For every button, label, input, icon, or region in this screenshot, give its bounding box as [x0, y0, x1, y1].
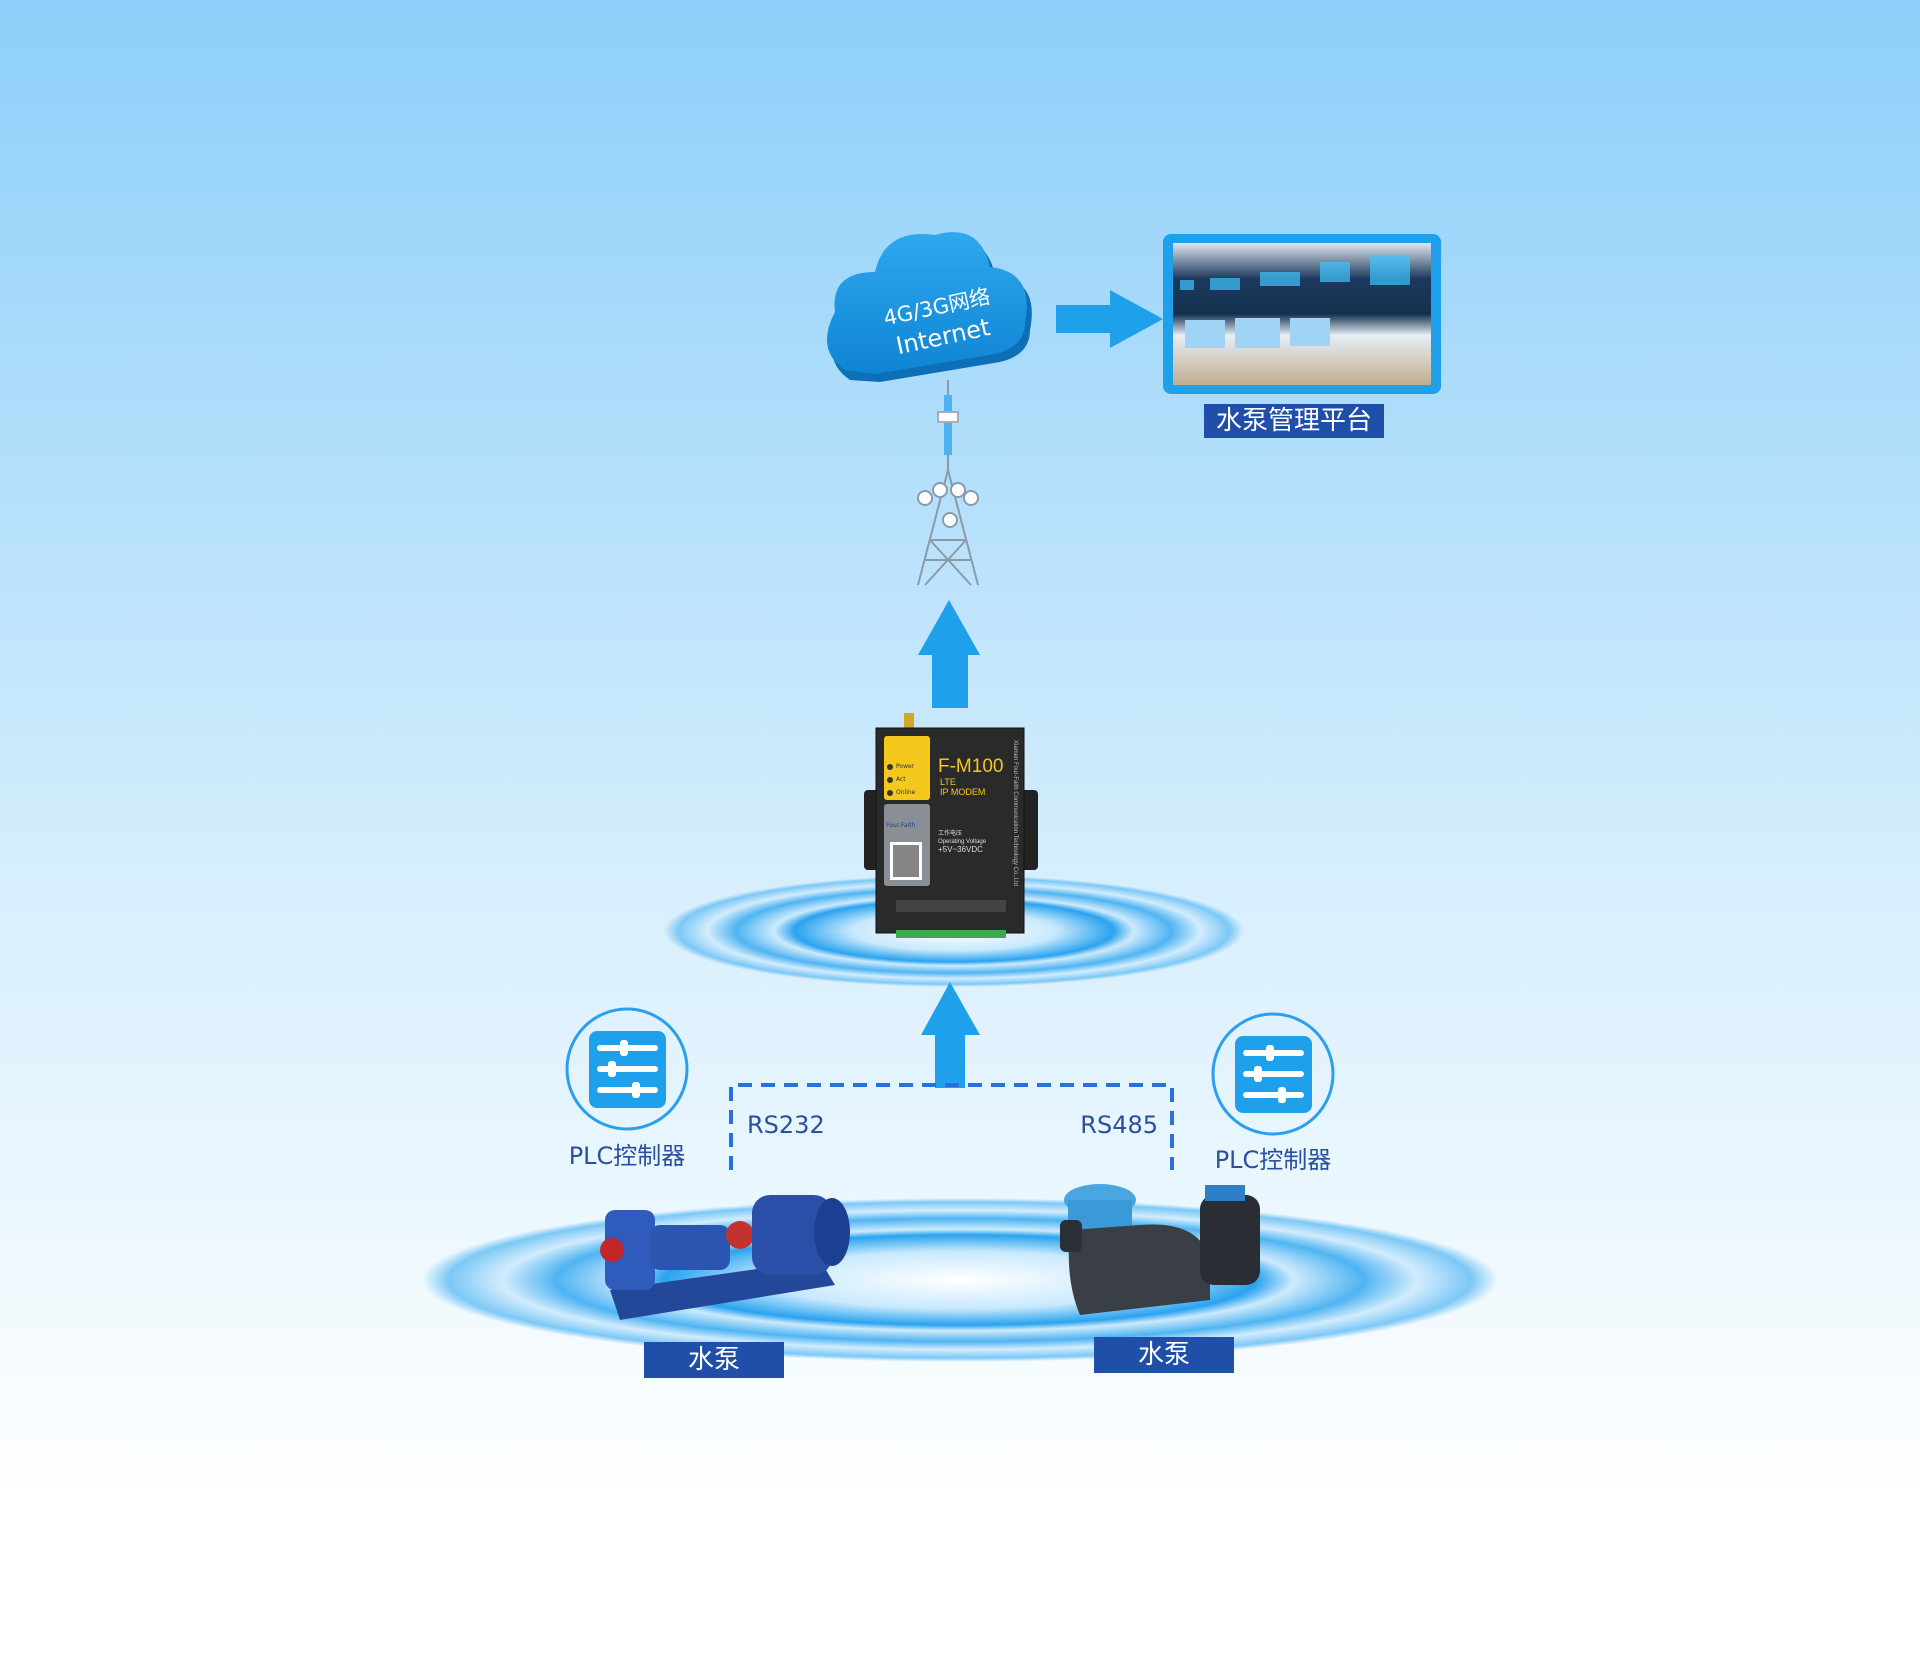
led-online-label: Online [896, 789, 916, 796]
cell-tower-icon [917, 380, 979, 586]
modem-type-lte: LTE [940, 777, 956, 787]
modem-leds: Power Act Online [896, 760, 915, 799]
led-power-label: Power [896, 763, 915, 770]
arrow-up-icon [918, 600, 980, 708]
arrow-right-icon [1056, 290, 1163, 348]
pump-left-label: 水泵 [644, 1342, 784, 1378]
centrifugal-pump-image [600, 1195, 850, 1320]
plc-controller-icon [1211, 1012, 1335, 1136]
pump-signal-rings [422, 1198, 1498, 1362]
modem-model: F-M100 [938, 756, 1004, 777]
led-act-label: Act [896, 776, 906, 783]
rs232-label: RS232 [747, 1111, 825, 1139]
pool-pump-image [1060, 1184, 1260, 1315]
modem-brand: Four-Faith [886, 822, 916, 829]
serial-connection-line [729, 1083, 1174, 1170]
voltage-en: Operating Voltage [938, 839, 987, 845]
plc-right-label: PLC控制器 [1214, 1146, 1332, 1174]
platform-label: 水泵管理平台 [1204, 404, 1384, 438]
modem-type-ipmodem: IP MODEM [940, 787, 986, 797]
plc-controller-icon [565, 1007, 689, 1131]
voltage-value: +5V~36VDC [938, 845, 983, 854]
rs485-label: RS485 [1080, 1111, 1158, 1139]
modem-device [864, 713, 1038, 938]
voltage-cn: 工作电压 [938, 831, 963, 837]
modem-type: LTE IP MODEM [940, 777, 985, 797]
cloud-icon [827, 232, 1032, 382]
modem-voltage: 工作电压 Operating Voltage +5V~36VDC [938, 830, 986, 854]
modem-manufacturer: Xiamen Four-Faith Communication Technolo… [1012, 740, 1018, 886]
pump-right-label: 水泵 [1094, 1337, 1234, 1373]
arrow-up-icon [921, 982, 980, 1088]
plc-left-label: PLC控制器 [568, 1142, 686, 1170]
